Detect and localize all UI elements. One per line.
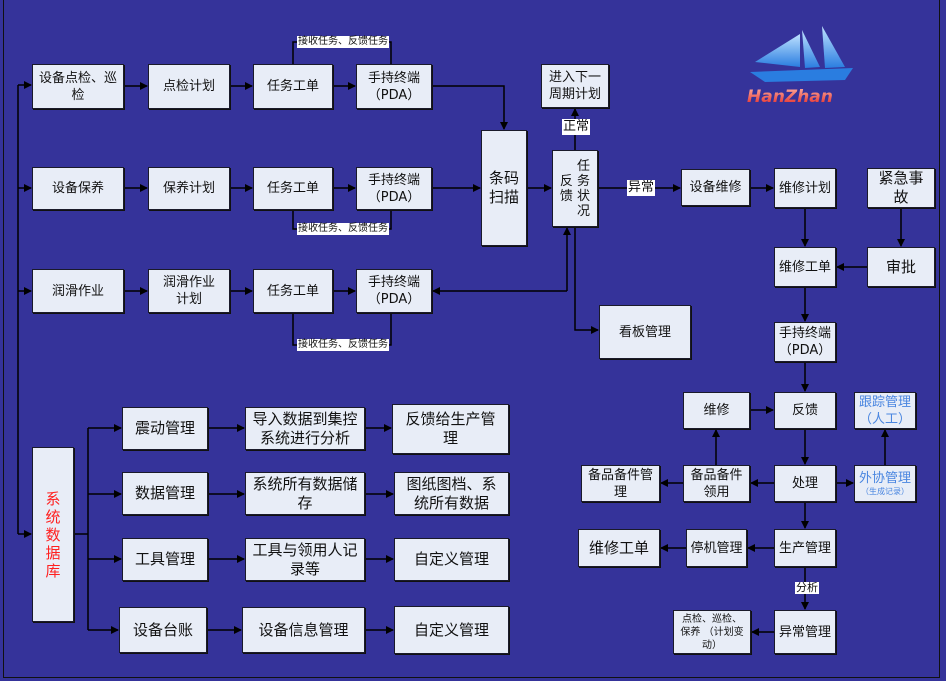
tracking-box: 跟踪管理 （人工） xyxy=(854,392,916,429)
repair-pda-box: 手持终端 （PDA） xyxy=(774,322,836,362)
equipment-repair-box: 设备维修 xyxy=(681,169,750,206)
kanban-box: 看板管理 xyxy=(599,305,691,359)
repair-box: 维修 xyxy=(683,392,750,429)
process-box: 处理 xyxy=(774,465,836,502)
inspection-plan-box: 点检计划 xyxy=(148,64,230,109)
repair-order-2-box: 维修工单 xyxy=(578,529,660,567)
barcode-scan-box: 条码 扫描 xyxy=(481,130,527,246)
lubrication-order-box: 任务工单 xyxy=(253,269,333,313)
data-mgmt-box: 数据管理 xyxy=(122,472,208,515)
system-database-box: 系 统 数 据 库 xyxy=(32,447,74,622)
lubrication-plan-box: 润滑作业 计划 xyxy=(148,269,230,313)
hanzhan-logo: HanZhan xyxy=(747,26,853,107)
repair-plan-box: 维修计划 xyxy=(774,168,836,208)
task-status-box: 任 反 务 馈 状 况 xyxy=(552,150,598,227)
vibration-result-box: 反馈给生产管 理 xyxy=(392,404,509,454)
abnormal-mgmt-box: 异常管理 xyxy=(774,610,836,654)
vibration-mgmt-box: 震动管理 xyxy=(122,407,208,450)
tool-mgmt-box: 工具管理 xyxy=(122,538,208,581)
repair-order-box: 维修工单 xyxy=(774,247,836,287)
maintenance-note: 接收任务、反馈任务 xyxy=(297,223,389,235)
tool-detail-box: 工具与领用人记 录等 xyxy=(245,538,365,581)
feedback-box: 反馈 xyxy=(774,392,836,429)
inspection-source-box: 设备点检、巡检 xyxy=(32,64,124,109)
ledger-result-box: 自定义管理 xyxy=(394,606,509,654)
outsourcing-title: 外协管理 xyxy=(858,471,911,486)
ledger-box: 设备台账 xyxy=(119,607,207,653)
lubrication-note: 接收任务、反馈任务 xyxy=(297,339,389,351)
vibration-detail-box: 导入数据到集控 系统进行分析 xyxy=(245,407,365,450)
maintenance-plan-box: 保养计划 xyxy=(148,167,230,210)
ledger-detail-box: 设备信息管理 xyxy=(242,607,365,653)
maintenance-pda-box: 手持终端 （PDA） xyxy=(356,167,432,210)
lubrication-pda-box: 手持终端 （PDA） xyxy=(356,269,432,313)
maintenance-source-box: 设备保养 xyxy=(32,167,124,210)
spare-mgmt-box: 备品备件管 理 xyxy=(581,465,660,502)
tool-result-box: 自定义管理 xyxy=(394,538,509,581)
normal-label: 正常 xyxy=(562,119,591,135)
inspection-note: 接收任务、反馈任务 xyxy=(297,36,389,48)
spare-use-box: 备品备件 领用 xyxy=(683,465,750,502)
svg-text:HanZhan: HanZhan xyxy=(747,87,833,107)
emergency-box: 紧急事 故 xyxy=(867,168,935,208)
maintenance-order-box: 任务工单 xyxy=(253,167,333,210)
abnormal-label: 异常 xyxy=(627,180,656,196)
production-box: 生产管理 xyxy=(774,529,836,567)
data-result-box: 图纸图档、系 统所有数据 xyxy=(394,472,509,515)
next-cycle-box: 进入下一 周期计划 xyxy=(541,64,609,108)
lubrication-source-box: 润滑作业 xyxy=(32,269,124,313)
shutdown-box: 停机管理 xyxy=(686,529,747,567)
inspection-order-box: 任务工单 xyxy=(253,64,333,109)
plan-change-box: 点检、巡检、 保养 （计划变 动） xyxy=(673,610,751,654)
approval-box: 审批 xyxy=(867,247,935,287)
data-detail-box: 系统所有数据储 存 xyxy=(245,472,365,515)
analysis-label: 分析 xyxy=(795,581,819,594)
outsourcing-subtitle: （生成记录） xyxy=(861,487,909,496)
inspection-pda-box: 手持终端 （PDA） xyxy=(356,64,432,109)
outsourcing-box: 外协管理 （生成记录） xyxy=(854,465,916,502)
